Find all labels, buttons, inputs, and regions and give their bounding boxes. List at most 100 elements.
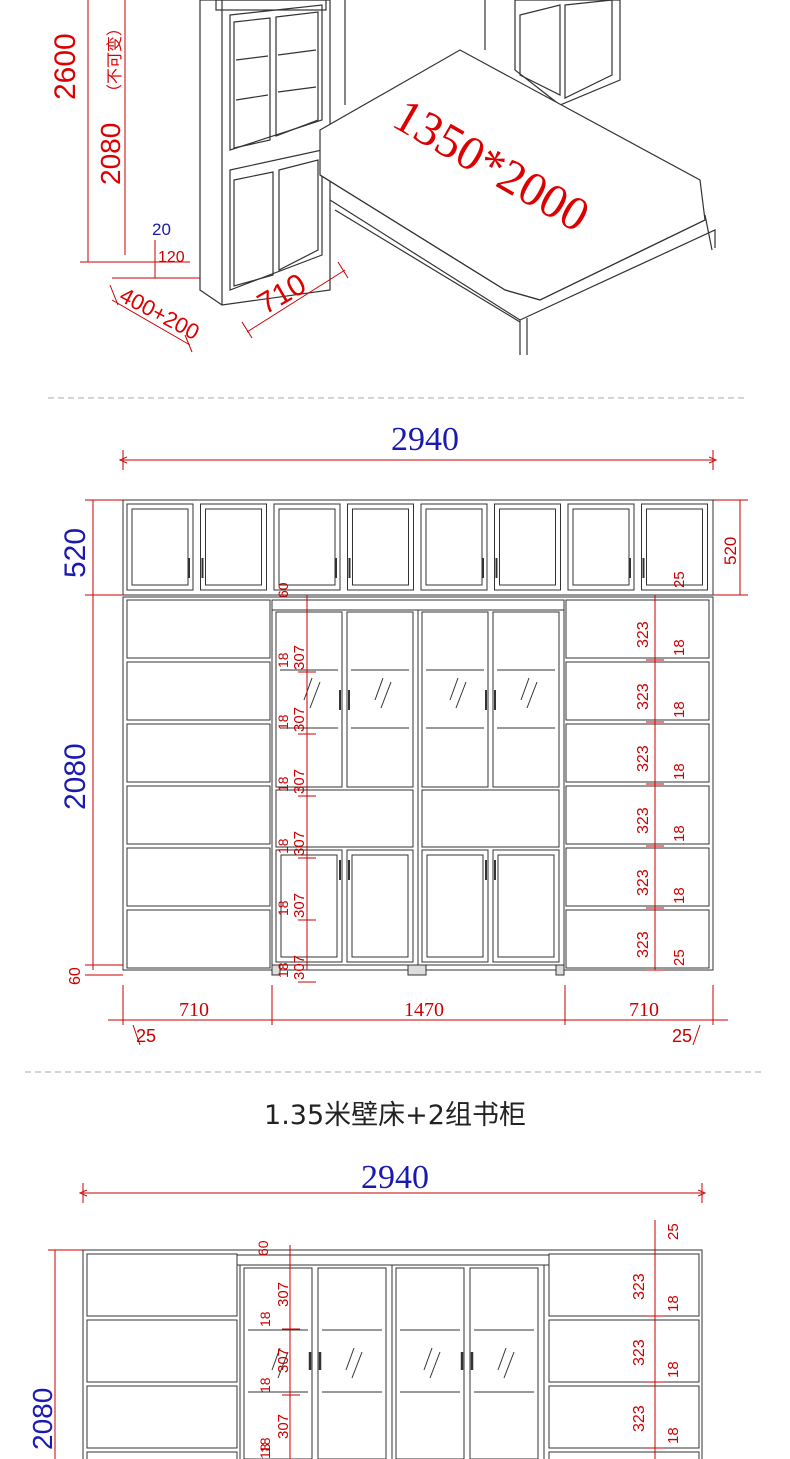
glass-door (275, 611, 343, 788)
dim-left-value: 307 (291, 831, 308, 856)
shelf-compartment (548, 1253, 700, 1317)
glass-reflection (380, 681, 392, 709)
shelf-compartment (86, 1253, 238, 1317)
dim-left-gap: 18 (257, 1311, 273, 1327)
depth-label: 400+200 (116, 282, 204, 345)
dim-right-gap: 25 (671, 949, 688, 966)
dim-left-value: 307 (275, 1414, 292, 1439)
open-niche (421, 789, 560, 848)
glass-reflection (345, 1347, 355, 1371)
dim-right-top-gap: 25 (665, 1223, 682, 1240)
shelf-compartment (126, 723, 271, 783)
shelf-compartment (126, 599, 271, 659)
shelf-compartment (565, 661, 710, 721)
glass-reflection (455, 681, 467, 709)
shelf-compartment (565, 847, 710, 907)
elev1-center-cabinet (271, 599, 565, 966)
lower-door (275, 849, 343, 963)
perspective-bed (319, 49, 716, 355)
dim-right-gap: 18 (671, 887, 688, 904)
dim-right-value: 323 (635, 683, 652, 710)
elev1-offset-right: 25 (672, 1026, 692, 1046)
dim-center-top-gap: 60 (275, 582, 291, 598)
dim-left-gap: 18 (275, 714, 291, 730)
shelf-compartment (548, 1451, 700, 1459)
shelf-compartment (86, 1319, 238, 1383)
elev1-top-height-right: 520 (721, 537, 740, 565)
open-niche (275, 789, 414, 848)
upper-door (494, 503, 561, 591)
gap-top-label: 20 (152, 220, 171, 239)
elev1-left-shelves (126, 599, 271, 969)
shelf-compartment (565, 723, 710, 783)
glass-door (469, 1267, 539, 1459)
elev1-offset-left: 25 (136, 1026, 156, 1046)
dim-left-value: 307 (291, 645, 308, 670)
shelf-compartment (565, 909, 710, 969)
shelf-compartment (126, 661, 271, 721)
dim-left-value: 307 (275, 1282, 292, 1307)
height-note-label: （不可变） (105, 20, 124, 100)
shelf-compartment (86, 1451, 238, 1459)
upper-door-panel (646, 508, 703, 586)
perspective-dims (80, 0, 349, 353)
glass-door (346, 611, 414, 788)
upper-door-panel (352, 508, 409, 586)
dim-right-gap: 18 (671, 763, 688, 780)
shelf-compartment (126, 909, 271, 969)
glass-reflection (503, 1351, 515, 1379)
glass-reflection (277, 1351, 289, 1379)
dim-right-gap: 18 (671, 639, 688, 656)
upper-door (273, 503, 341, 591)
shelf-compartment (548, 1385, 700, 1449)
dim-right-value: 323 (635, 745, 652, 772)
elev2-main-height: 2080 (27, 1388, 58, 1450)
perspective-cabinet (199, 0, 331, 306)
elevation-1: 2940 520 2080 60 (59, 421, 748, 1046)
shelf-compartment (126, 847, 271, 907)
shelf-compartment (565, 599, 710, 659)
dim-left-gap: 18 (257, 1443, 273, 1459)
dim-center-top-gap: 60 (255, 1240, 271, 1256)
glass-door (421, 611, 489, 788)
lower-door-panel (426, 854, 484, 958)
upper-door (347, 503, 414, 591)
glass-reflection (497, 1347, 507, 1371)
height-cabinet-label: 2080 (95, 123, 126, 185)
elev1-upper-cabinets (122, 499, 714, 596)
dim-left-gap: 18 (257, 1437, 273, 1453)
dim-right-value: 323 (631, 1339, 648, 1366)
caption-title: 1.35米壁床+2组书柜 (264, 1100, 526, 1131)
dim-right-value: 323 (635, 931, 652, 958)
upper-door-panel (572, 508, 630, 586)
lower-door-panel (351, 854, 409, 958)
glass-reflection (303, 677, 313, 701)
dim-right-gap: 18 (665, 1427, 682, 1444)
lower-door-panel (497, 854, 555, 958)
elev1-right-shelves (565, 599, 710, 969)
dim-right-value: 323 (635, 621, 652, 648)
height-total-label: 2600 (49, 33, 82, 100)
elev1-bottom-left: 710 (179, 999, 209, 1021)
dim-right-gap: 18 (671, 701, 688, 718)
base-height-label: 120 (158, 249, 185, 266)
dim-right-value: 323 (635, 807, 652, 834)
lower-door-panel (280, 854, 338, 958)
shelf-compartment (565, 785, 710, 845)
dim-right-gap: 18 (665, 1361, 682, 1378)
dim-left-value: 307 (291, 769, 308, 794)
lower-door (346, 849, 414, 963)
glass-door (395, 1267, 465, 1459)
glass-reflection (271, 1347, 281, 1371)
upper-door-panel (205, 508, 262, 586)
dim-left-value: 307 (291, 955, 308, 980)
glass-reflection (429, 1351, 441, 1379)
glass-reflection (309, 681, 321, 709)
perspective-cabinet-right (484, 0, 621, 106)
elev2-center-cabinet (236, 1254, 550, 1459)
elev2-total-width: 2940 (361, 1159, 429, 1196)
elev1-top-height-left: 520 (59, 528, 92, 578)
upper-door-panel (131, 508, 189, 586)
upper-door-panel (499, 508, 556, 586)
